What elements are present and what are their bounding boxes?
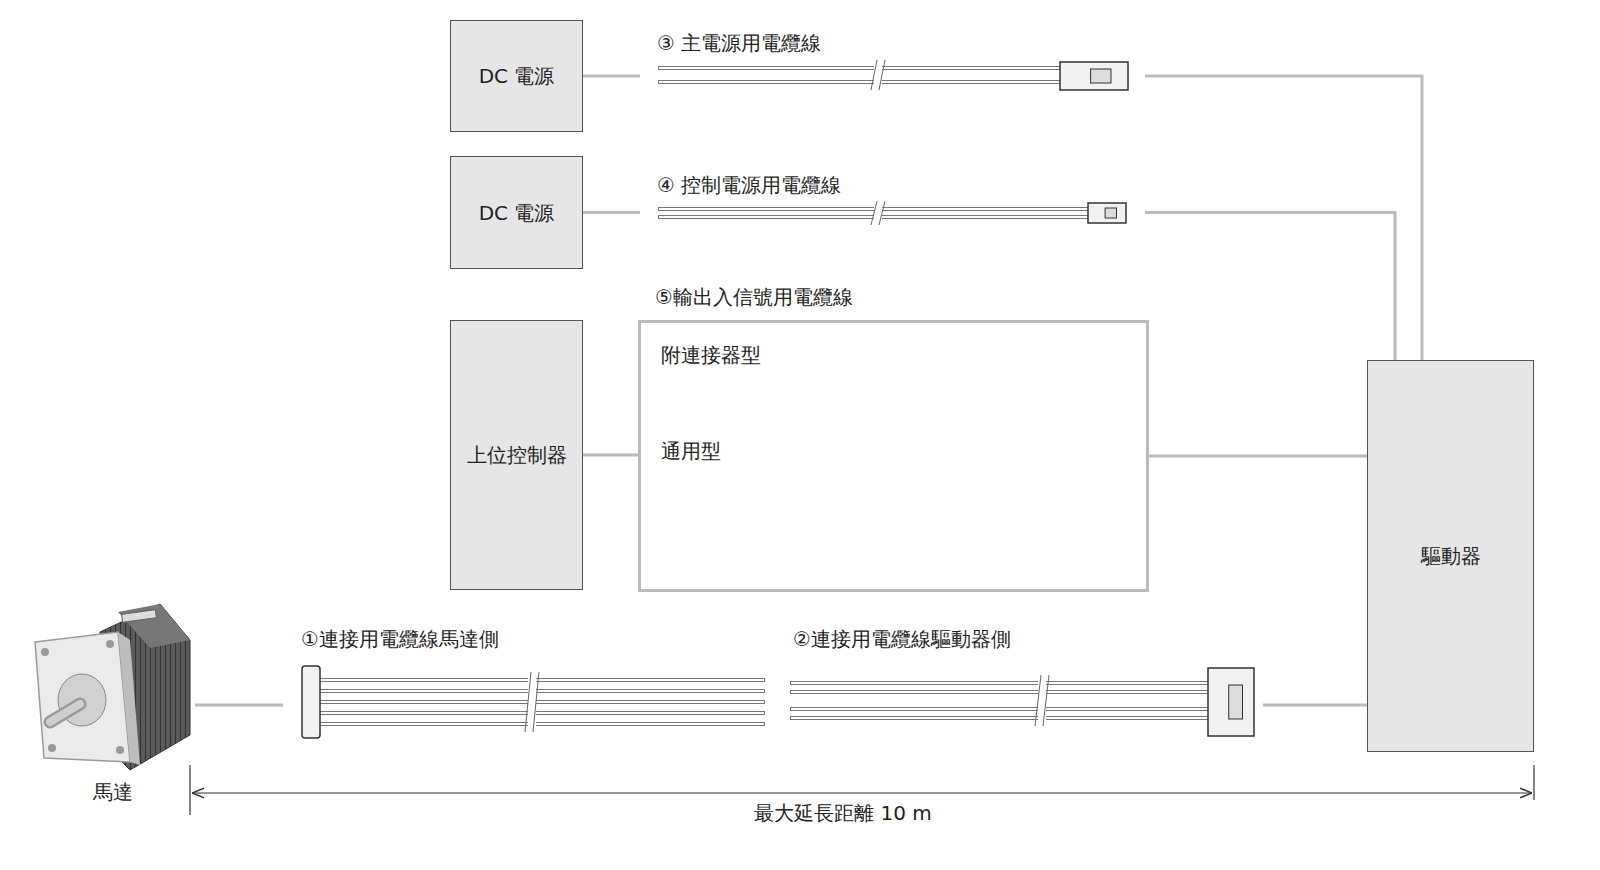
mounting-hole bbox=[48, 744, 56, 752]
box-label: 上位控制器 bbox=[467, 443, 567, 467]
motor-flange-side bbox=[118, 632, 140, 765]
cable-callout: ①連接用電纜線馬達側 bbox=[298, 627, 502, 651]
motor-shaft-face bbox=[50, 704, 80, 722]
cable-connection bbox=[1149, 455, 1367, 458]
controller-box: 上位控制器 bbox=[450, 320, 583, 590]
box-label: DC 電源 bbox=[479, 201, 555, 225]
wire bbox=[318, 722, 765, 726]
cable-ground bbox=[640, 55, 1145, 95]
wire-core bbox=[791, 717, 1211, 719]
wire bbox=[318, 678, 765, 682]
motor-side-connector bbox=[302, 666, 320, 738]
cable-ground bbox=[640, 198, 1145, 228]
cable-connection bbox=[583, 76, 1422, 360]
wire bbox=[318, 700, 765, 704]
break-mark bbox=[1043, 675, 1049, 726]
break-mark bbox=[871, 60, 877, 90]
wire-core bbox=[791, 691, 1211, 693]
break-gap bbox=[1038, 678, 1046, 723]
motor-flange bbox=[35, 632, 130, 762]
power-supply-box: DC 電源 bbox=[450, 156, 583, 269]
wire-core bbox=[319, 679, 764, 681]
wire-core bbox=[319, 723, 764, 725]
wire bbox=[658, 80, 1062, 84]
part-label: 馬達 bbox=[93, 780, 133, 804]
break-mark bbox=[533, 672, 539, 732]
power-supply-box: DC 電源 bbox=[450, 20, 583, 132]
wire bbox=[318, 711, 765, 715]
break-mark bbox=[879, 60, 885, 90]
wire bbox=[790, 707, 1212, 711]
wire bbox=[790, 690, 1212, 694]
break-mark bbox=[1035, 675, 1041, 726]
wire-core bbox=[319, 701, 764, 703]
wire-core bbox=[319, 712, 764, 714]
wire bbox=[790, 716, 1212, 720]
wire-core bbox=[319, 690, 764, 692]
cable-callout: ③ 主電源用電纜線 bbox=[654, 31, 824, 55]
wire-core bbox=[791, 708, 1211, 710]
wire-core bbox=[791, 682, 1211, 684]
dimension-tick bbox=[189, 765, 190, 815]
motor-connector bbox=[122, 610, 157, 623]
mounting-hole bbox=[106, 640, 114, 648]
cable-connection bbox=[583, 454, 638, 457]
box-label: DC 電源 bbox=[479, 64, 555, 88]
connector-latch bbox=[1105, 208, 1116, 218]
frame-label: ⑤輸出入信號用電纜線 bbox=[655, 285, 853, 309]
wire-core bbox=[659, 67, 1061, 69]
box-label: 驅動器 bbox=[1421, 544, 1481, 568]
cable-connector bbox=[1208, 668, 1254, 736]
cable-callout: ④ 控制電源用電纜線 bbox=[654, 173, 844, 197]
break-mark bbox=[525, 672, 531, 732]
break-mark bbox=[879, 201, 885, 225]
mounting-hole bbox=[41, 648, 49, 656]
dimension-tick bbox=[1533, 765, 1534, 800]
cable-group-frame: ⑤輸出入信號用電纜線附連接器型通用型 bbox=[638, 320, 1149, 592]
connector-latch bbox=[1229, 685, 1243, 719]
frame-label: 通用型 bbox=[661, 439, 721, 463]
motor-node: 馬達 bbox=[30, 600, 195, 810]
break-gap bbox=[528, 675, 536, 729]
connector-latch bbox=[1091, 69, 1111, 83]
motor-shaft bbox=[50, 704, 80, 722]
wire bbox=[318, 689, 765, 693]
cable-connector bbox=[1060, 62, 1128, 90]
dimension-arrow bbox=[192, 792, 1532, 793]
cable-callout: ②連接用電纜線驅動器側 bbox=[790, 627, 1014, 651]
motor-illustration bbox=[35, 604, 190, 770]
break-mark bbox=[871, 201, 877, 225]
frame-label: 附連接器型 bbox=[661, 343, 761, 367]
cable-ground bbox=[283, 655, 1263, 750]
cable-connector bbox=[1088, 203, 1126, 223]
mounting-hole bbox=[116, 746, 124, 754]
wire bbox=[790, 681, 1212, 685]
dimension-label: 最大延長距離 10 m bbox=[751, 801, 935, 825]
wire-core bbox=[659, 81, 1061, 83]
driver-box: 驅動器 bbox=[1367, 360, 1534, 752]
wire bbox=[658, 66, 1062, 70]
